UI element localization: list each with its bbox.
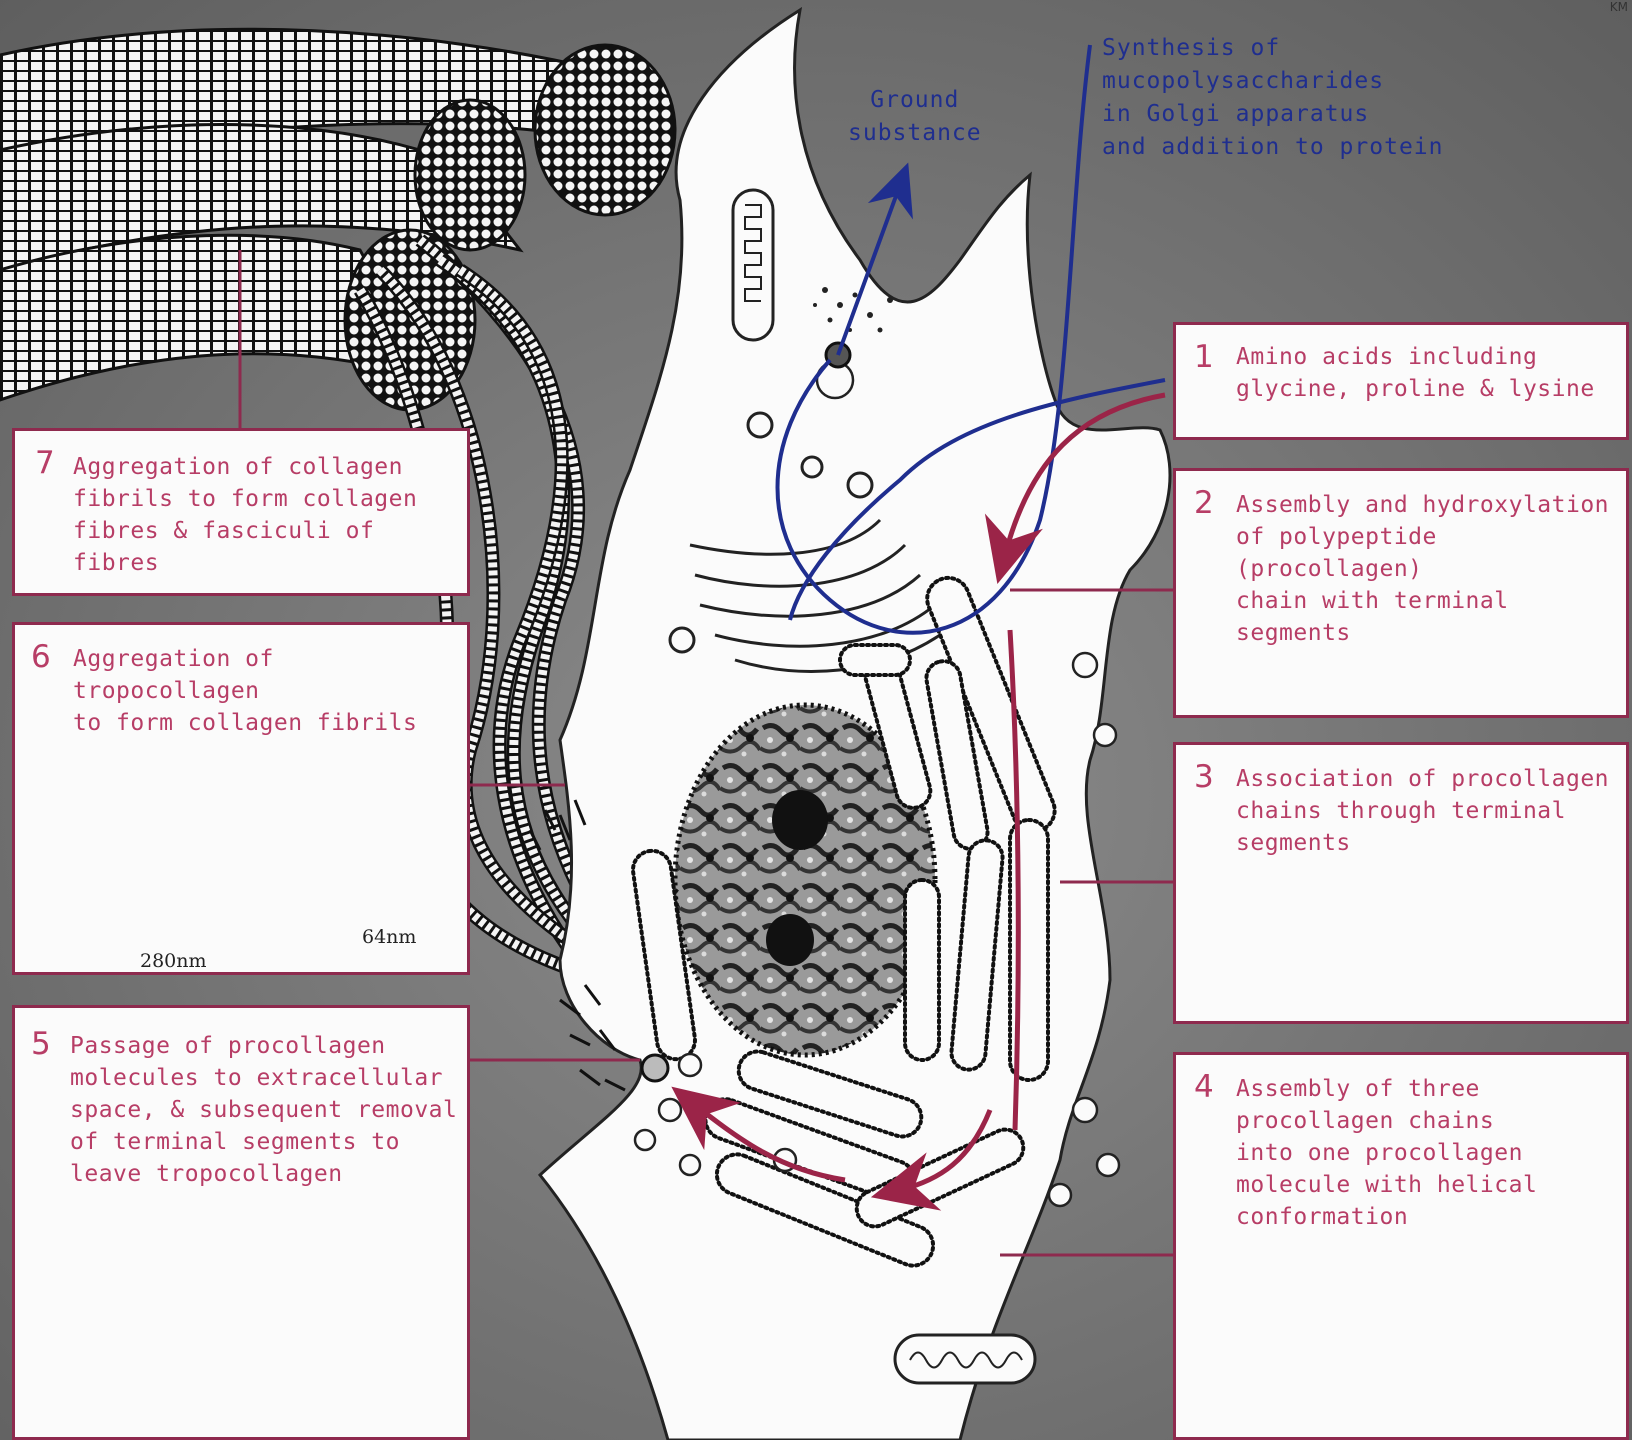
step-3-text: Association of procollagen chains throug… [1236, 763, 1609, 859]
step-2-box: 2 Assembly and hydroxylation of polypept… [1173, 468, 1629, 718]
step-1-number: 1 [1194, 339, 1214, 375]
step-4-number: 4 [1194, 1069, 1214, 1105]
step-4-box: 4 Assembly of three procollagen chains i… [1173, 1052, 1629, 1440]
step-5-text: Passage of procollagen molecules to extr… [70, 1030, 457, 1190]
molecule-length-label: 280nm [140, 950, 207, 972]
artist-initials: KM [1610, 0, 1628, 14]
step-2-text: Assembly and hydroxylation of polypeptid… [1236, 489, 1626, 649]
step-1-box: 1 Amino acids including glycine, proline… [1173, 322, 1629, 440]
exocytosis-vesicle [642, 1055, 668, 1081]
step-3-box: 3 Association of procollagen chains thro… [1173, 742, 1629, 1024]
step-6-text: Aggregation of tropocollagen to form col… [73, 643, 467, 739]
step-1-text: Amino acids including glycine, proline &… [1236, 341, 1595, 405]
step-2-number: 2 [1194, 485, 1214, 521]
ground-substance-label: Ground substance [848, 84, 982, 150]
step-4-text: Assembly of three procollagen chains int… [1236, 1073, 1537, 1233]
step-7-text: Aggregation of collagen fibrils to form … [73, 451, 417, 579]
step-6-number: 6 [31, 639, 51, 675]
period-scale-label: 64nm [362, 926, 416, 948]
step-5-number: 5 [31, 1026, 51, 1062]
synthesis-label: Synthesis of mucopolysaccharides in Golg… [1102, 32, 1444, 164]
step-7-box: 7 Aggregation of collagen fibrils to for… [12, 428, 470, 596]
step-7-number: 7 [35, 445, 55, 481]
step-5-box: 5 Passage of procollagen molecules to ex… [12, 1005, 470, 1440]
step-3-number: 3 [1194, 759, 1214, 795]
step-6-box: 6 Aggregation of tropocollagen to form c… [12, 622, 470, 975]
